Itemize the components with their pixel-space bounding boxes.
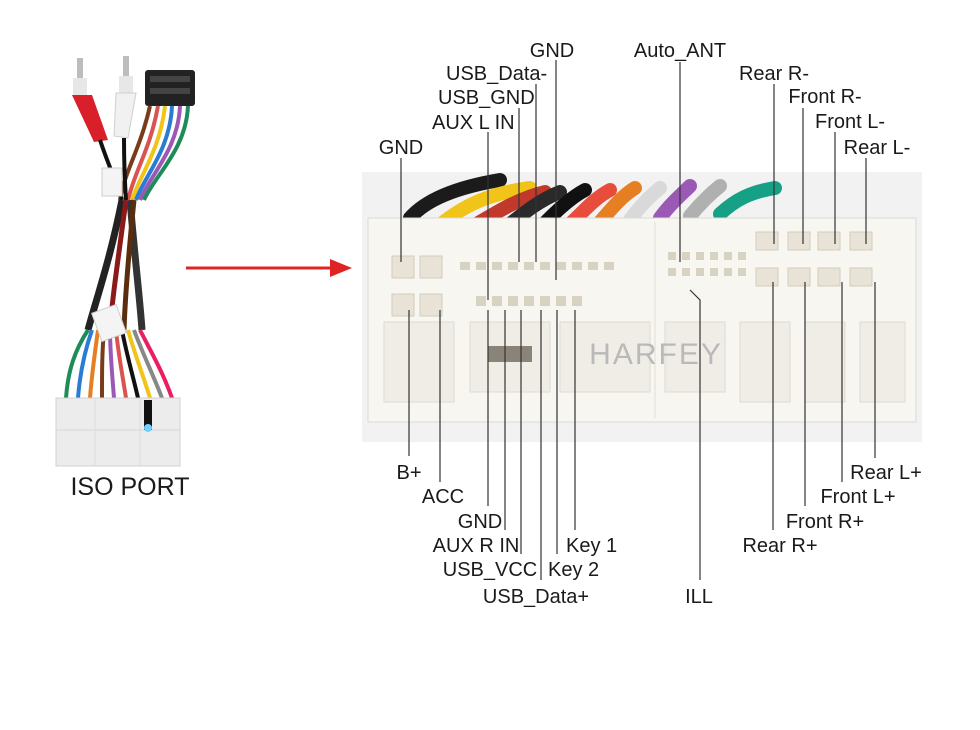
- label-front-l-minus: Front L-: [815, 111, 885, 133]
- wire-tag: [91, 303, 127, 343]
- label-gnd-bottom: GND: [458, 511, 502, 533]
- label-aux-r-in: AUX R IN: [433, 535, 520, 557]
- label-rear-r-plus: Rear R+: [742, 535, 817, 557]
- label-key2: Key 2: [548, 559, 599, 581]
- label-gnd-left: GND: [379, 137, 423, 159]
- label-usb-data-minus: USB_Data-: [446, 63, 547, 85]
- label-rear-r-minus: Rear R-: [739, 63, 809, 85]
- label-front-l-plus: Front L+: [820, 486, 895, 508]
- label-aux-l-in: AUX L IN: [432, 112, 515, 134]
- connector-pins: [460, 252, 746, 306]
- watermark: HARFEY: [589, 338, 723, 371]
- leader-lines: [400, 60, 876, 580]
- arrow-head-icon: [330, 259, 352, 277]
- label-auto-ant: Auto_ANT: [634, 40, 726, 62]
- connector-cavities: [391, 231, 873, 317]
- label-front-r-plus: Front R+: [786, 511, 864, 533]
- connector-closeup: HARFEY: [362, 172, 922, 442]
- harness-wires: [64, 105, 190, 399]
- rca-plug-red: [72, 58, 108, 142]
- label-rear-l-minus: Rear L-: [844, 137, 911, 159]
- label-rear-l-plus: Rear L+: [850, 462, 922, 484]
- rca-plug-white: [113, 56, 137, 139]
- label-front-r-minus: Front R-: [788, 86, 861, 108]
- iso-harness-image: ISO PORT: [55, 56, 195, 501]
- top-labels: GND Auto_ANT USB_Data- USB_GND AUX L IN …: [379, 40, 911, 159]
- label-key1: Key 1: [566, 535, 617, 557]
- label-b-plus: B+: [396, 462, 421, 484]
- label-usb-vcc: USB_VCC: [443, 559, 537, 581]
- bottom-labels: B+ ACC GND AUX R IN USB_VCC USB_Data+ Ke…: [396, 462, 921, 608]
- arrow: [186, 259, 352, 277]
- latch: [488, 346, 532, 362]
- label-ill: ILL: [685, 586, 713, 608]
- white-iso-connector: [55, 397, 181, 467]
- label-gnd-center: GND: [530, 40, 574, 62]
- iso-port-label: ISO PORT: [70, 473, 189, 501]
- label-usb-data-plus: USB_Data+: [483, 586, 589, 608]
- label-usb-gnd: USB_GND: [438, 87, 535, 109]
- black-connector: [145, 70, 195, 106]
- label-acc: ACC: [422, 486, 464, 508]
- wire-tag: [101, 167, 123, 197]
